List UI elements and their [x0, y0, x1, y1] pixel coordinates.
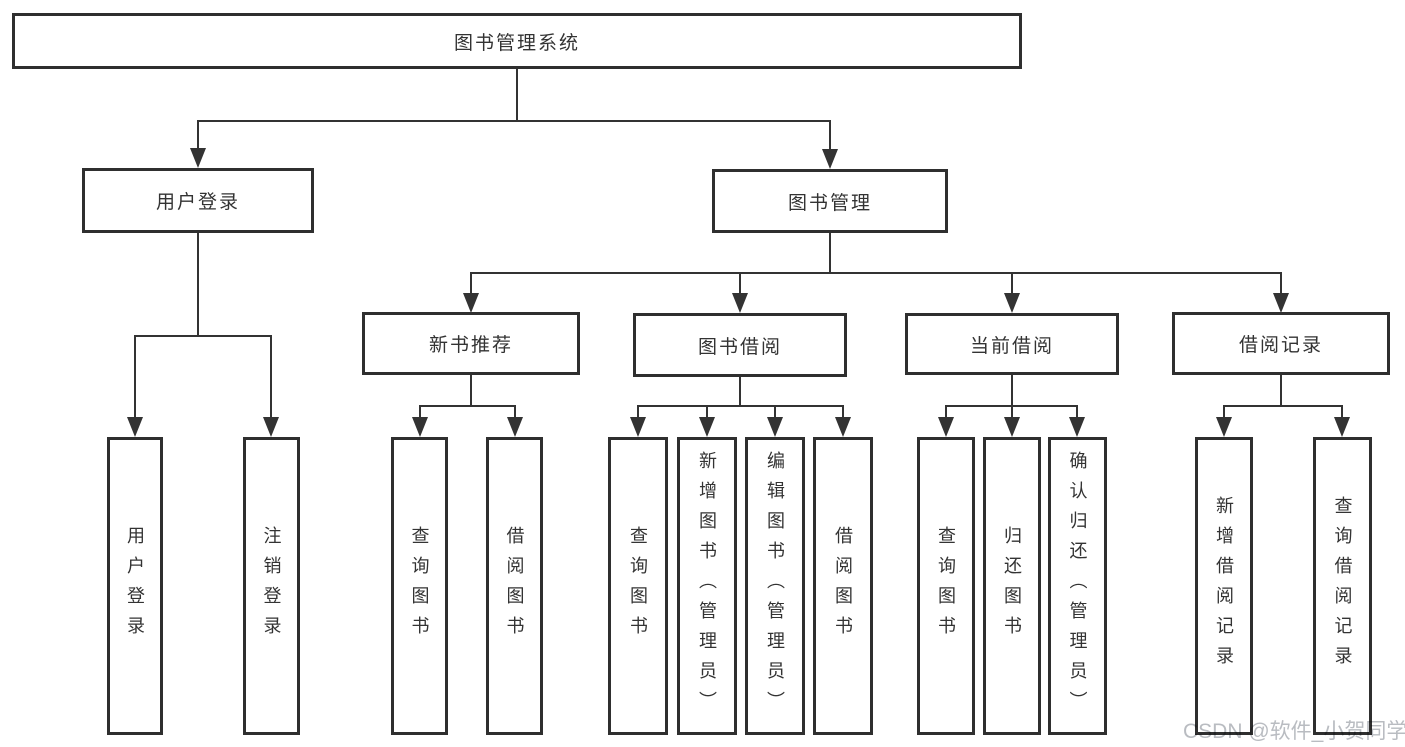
- leaf-label: 查询图书: [936, 526, 956, 646]
- connector-vline: [1076, 405, 1078, 421]
- connector-vline: [1341, 405, 1343, 421]
- connector-vline: [945, 405, 947, 421]
- arrowhead-down-icon: [630, 417, 646, 437]
- connector-vline: [829, 233, 831, 274]
- arrowhead-down-icon: [1334, 417, 1350, 437]
- arrowhead-down-icon: [263, 417, 279, 437]
- leaf-edit-books-admin: 编辑图书（管理员）: [745, 437, 805, 735]
- arrowhead-down-icon: [507, 417, 523, 437]
- connector-vline: [134, 335, 136, 421]
- leaf-return-books: 归还图书: [983, 437, 1041, 735]
- connector-vline: [774, 405, 776, 421]
- connector-hline: [197, 120, 831, 122]
- arrowhead-down-icon: [463, 293, 479, 313]
- leaf-label: 注销登录: [261, 526, 282, 646]
- connector-vline: [842, 405, 844, 421]
- arrowhead-down-icon: [127, 417, 143, 437]
- leaf-label: 编辑图书（管理员）: [765, 451, 785, 721]
- leaf-borrow-books-recommend: 借阅图书: [486, 437, 543, 735]
- arrowhead-down-icon: [835, 417, 851, 437]
- connector-vline: [637, 405, 639, 421]
- leaf-query-borrow-record: 查询借阅记录: [1313, 437, 1372, 735]
- connector-vline: [1011, 272, 1013, 296]
- arrowhead-down-icon: [699, 417, 715, 437]
- leaf-query-books-borrow: 查询图书: [608, 437, 668, 735]
- node-new-book-recommend: 新书推荐: [362, 312, 580, 375]
- connector-vline: [829, 120, 831, 152]
- connector-vline: [739, 272, 741, 296]
- connector-vline: [514, 405, 516, 421]
- leaf-add-books-admin: 新增图书（管理员）: [677, 437, 737, 735]
- connector-vline: [1011, 405, 1013, 421]
- csdn-watermark: CSDN @软件_小贺同学: [1183, 720, 1405, 743]
- connector-hline: [419, 405, 516, 407]
- arrowhead-down-icon: [1004, 417, 1020, 437]
- leaf-query-books-current: 查询图书: [917, 437, 975, 735]
- arrowhead-down-icon: [938, 417, 954, 437]
- connector-vline: [1011, 375, 1013, 407]
- leaf-label: 借阅图书: [833, 526, 853, 646]
- leaf-confirm-return-admin: 确认归还（管理员）: [1048, 437, 1107, 735]
- arrowhead-down-icon: [1273, 293, 1289, 313]
- connector-hline: [470, 272, 1282, 274]
- arrowhead-down-icon: [1216, 417, 1232, 437]
- leaf-label: 新增图书（管理员）: [697, 451, 717, 721]
- node-book-borrow: 图书借阅: [633, 313, 847, 377]
- node-label: 图书管理: [787, 192, 872, 214]
- node-current-borrow: 当前借阅: [905, 313, 1119, 375]
- connector-vline: [706, 405, 708, 421]
- node-label: 图书管理系统: [453, 32, 580, 54]
- node-label: 借阅记录: [1238, 335, 1323, 356]
- node-user-login: 用户登录: [82, 168, 314, 233]
- arrowhead-down-icon: [822, 149, 838, 169]
- connector-vline: [516, 68, 518, 122]
- leaf-query-books-recommend: 查询图书: [391, 437, 448, 735]
- leaf-logout: 注销登录: [243, 437, 300, 735]
- connector-hline: [134, 335, 272, 337]
- node-label: 新书推荐: [428, 335, 513, 356]
- leaf-user-login: 用户登录: [107, 437, 163, 735]
- arrowhead-down-icon: [732, 293, 748, 313]
- leaf-borrow-books: 借阅图书: [813, 437, 873, 735]
- leaf-label: 确认归还（管理员）: [1067, 451, 1088, 721]
- arrowhead-down-icon: [190, 148, 206, 168]
- node-label: 图书借阅: [697, 336, 782, 358]
- connector-vline: [1280, 375, 1282, 407]
- connector-hline: [637, 405, 844, 407]
- connector-vline: [419, 405, 421, 421]
- leaf-label: 归还图书: [1002, 526, 1022, 646]
- leaf-label: 用户登录: [125, 526, 145, 646]
- arrowhead-down-icon: [412, 417, 428, 437]
- leaf-label: 新增借阅记录: [1214, 496, 1234, 676]
- leaf-label: 查询图书: [409, 526, 430, 646]
- leaf-label: 查询图书: [628, 526, 648, 646]
- leaf-label: 查询借阅记录: [1332, 496, 1353, 676]
- node-label: 用户登录: [155, 192, 240, 213]
- connector-vline: [1223, 405, 1225, 421]
- node-library-management-system: 图书管理系统: [12, 13, 1022, 69]
- node-label: 当前借阅: [969, 335, 1054, 357]
- arrowhead-down-icon: [1004, 293, 1020, 313]
- leaf-add-borrow-record: 新增借阅记录: [1195, 437, 1253, 735]
- connector-vline: [270, 335, 272, 421]
- node-book-management: 图书管理: [712, 169, 948, 233]
- connector-vline: [1280, 272, 1282, 296]
- connector-vline: [470, 375, 472, 407]
- connector-hline: [1223, 405, 1343, 407]
- connector-vline: [739, 377, 741, 407]
- arrowhead-down-icon: [1069, 417, 1085, 437]
- connector-vline: [197, 120, 199, 152]
- connector-vline: [197, 233, 199, 337]
- arrowhead-down-icon: [767, 417, 783, 437]
- leaf-label: 借阅图书: [504, 526, 525, 646]
- connector-vline: [470, 272, 472, 296]
- node-borrow-records: 借阅记录: [1172, 312, 1390, 375]
